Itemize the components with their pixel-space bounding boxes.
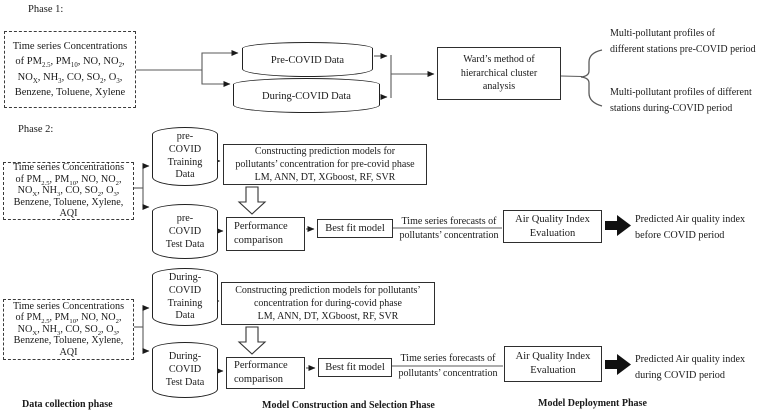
footer-model-construction-phase: Model Construction and Selection Phase: [262, 400, 435, 411]
cylinder-label: During- COVID Test Data: [165, 351, 205, 388]
cylinder-label: pre- COVID Test Data: [165, 213, 205, 250]
p2-hollow-down-arrow: [237, 186, 267, 215]
pre-covid-test-data-cylinder: pre- COVID Test Data: [152, 204, 218, 259]
chem-line: AQI: [59, 346, 78, 358]
p2-thick-right-arrow: [605, 215, 631, 236]
phase3-forecast-label-top: Time series forecasts of: [400, 353, 496, 364]
p1-ward-to-brace-line: [560, 75, 583, 78]
pre-covid-training-data-cylinder: pre- COVID Training Data: [152, 127, 218, 186]
footer-data-collection-phase: Data collection phase: [22, 399, 113, 410]
during-covid-training-data-cylinder: During- COVID Training Data: [152, 268, 218, 326]
phase2-forecast-label-top: Time series forecasts of: [401, 216, 497, 227]
ward-method-box: Ward’s method of hierarchical cluster an…: [437, 47, 561, 100]
output-pre-covid-profiles: Multi-pollutant profiles of different st…: [610, 28, 756, 55]
cylinder-label: During-COVID Data: [262, 91, 351, 102]
cylinder-label: Pre-COVID Data: [270, 55, 345, 66]
chem-line: NOX, NH3, CO, SO2, O3,: [17, 71, 123, 85]
p2-arrow-to-test-cylinder: [142, 188, 150, 210]
chem-line: Time series Concentrations: [12, 40, 128, 52]
phase3-performance-comparison-box: Performance comparison: [226, 357, 305, 389]
phase2-performance-comparison-box: Performance comparison: [226, 217, 305, 251]
chem-line: Benzene, Toluene, Xylene,: [13, 196, 124, 208]
p3-arrow-to-training-cylinder: [142, 305, 150, 327]
phase1-label: Phase 1:: [28, 4, 64, 15]
chem-line: NOX, NH3, CO, SO2, O3,: [17, 185, 120, 199]
chem-line: of PM2.5, PM10, NO, NO2,: [15, 312, 122, 326]
p3-hollow-down-arrow: [237, 326, 267, 355]
chem-line: of PM2.5, PM10, NO, NO2,: [15, 56, 125, 70]
phase3-forecast-label-bottom: pollutants’ concentration: [398, 368, 498, 379]
phase2-label: Phase 2:: [18, 124, 54, 135]
phase2-forecast-label-bottom: pollutants’ concentration: [399, 230, 499, 241]
chem-line: Benzene, Toluene, Xylene,: [13, 335, 124, 347]
cylinder-body: [233, 84, 380, 113]
p1-arrow-to-duringcovid-cylinder: [201, 70, 231, 87]
p2-arrow-to-training-cylinder: [142, 163, 150, 188]
chem-line: AQI: [59, 208, 78, 220]
chem-line: Time series Concentrations: [12, 162, 125, 174]
footer-model-deployment-phase: Model Deployment Phase: [538, 398, 647, 409]
phase3-predicted-aqi-text: Predicted Air quality index during COVID…: [635, 354, 746, 381]
pre-covid-data-cylinder: Pre-COVID Data: [242, 42, 373, 77]
phase3-aqi-evaluation-box: Air Quality Index Evaluation: [504, 346, 602, 382]
phase1-input-box: Time series Concentrations of PM2.5, PM10…: [4, 31, 136, 108]
p1-output-brace: [580, 49, 603, 107]
cylinder-body: [152, 211, 218, 259]
chem-line: Time series Concentrations: [12, 300, 125, 312]
chem-line: Benzene, Toluene, Xylene: [14, 87, 126, 98]
phase2-predicted-aqi-text: Predicted Air quality index before COVID…: [635, 214, 746, 241]
during-covid-data-cylinder: During-COVID Data: [233, 78, 380, 113]
phase3-best-fit-model-box: Best fit model: [318, 358, 392, 377]
chem-line: of PM2.5, PM10, NO, NO2,: [15, 173, 122, 187]
p3-arrow-to-test-cylinder: [142, 327, 150, 354]
cylinder-body: [152, 275, 218, 326]
cylinder-body: [152, 134, 218, 186]
cylinder-label: During- COVID Training Data: [167, 272, 203, 322]
phase2-best-fit-model-box: Best fit model: [317, 219, 393, 238]
during-covid-test-data-cylinder: During- COVID Test Data: [152, 342, 218, 398]
cylinder-label: pre- COVID Training Data: [167, 131, 203, 181]
phase2-aqi-evaluation-box: Air Quality Index Evaluation: [503, 210, 602, 243]
phase2-construct-models-box: Constructing prediction models for pollu…: [223, 144, 427, 185]
p3-thick-right-arrow: [605, 354, 631, 375]
cylinder-body: [242, 48, 373, 77]
output-during-covid-profiles: Multi-pollutant profiles of different st…: [610, 87, 752, 114]
phase3-construct-models-box: Constructing prediction models for pollu…: [221, 282, 435, 325]
p1-arrow-to-precovid-cylinder: [201, 50, 239, 70]
chem-line: NOX, NH3, CO, SO2, O3,: [17, 323, 120, 337]
